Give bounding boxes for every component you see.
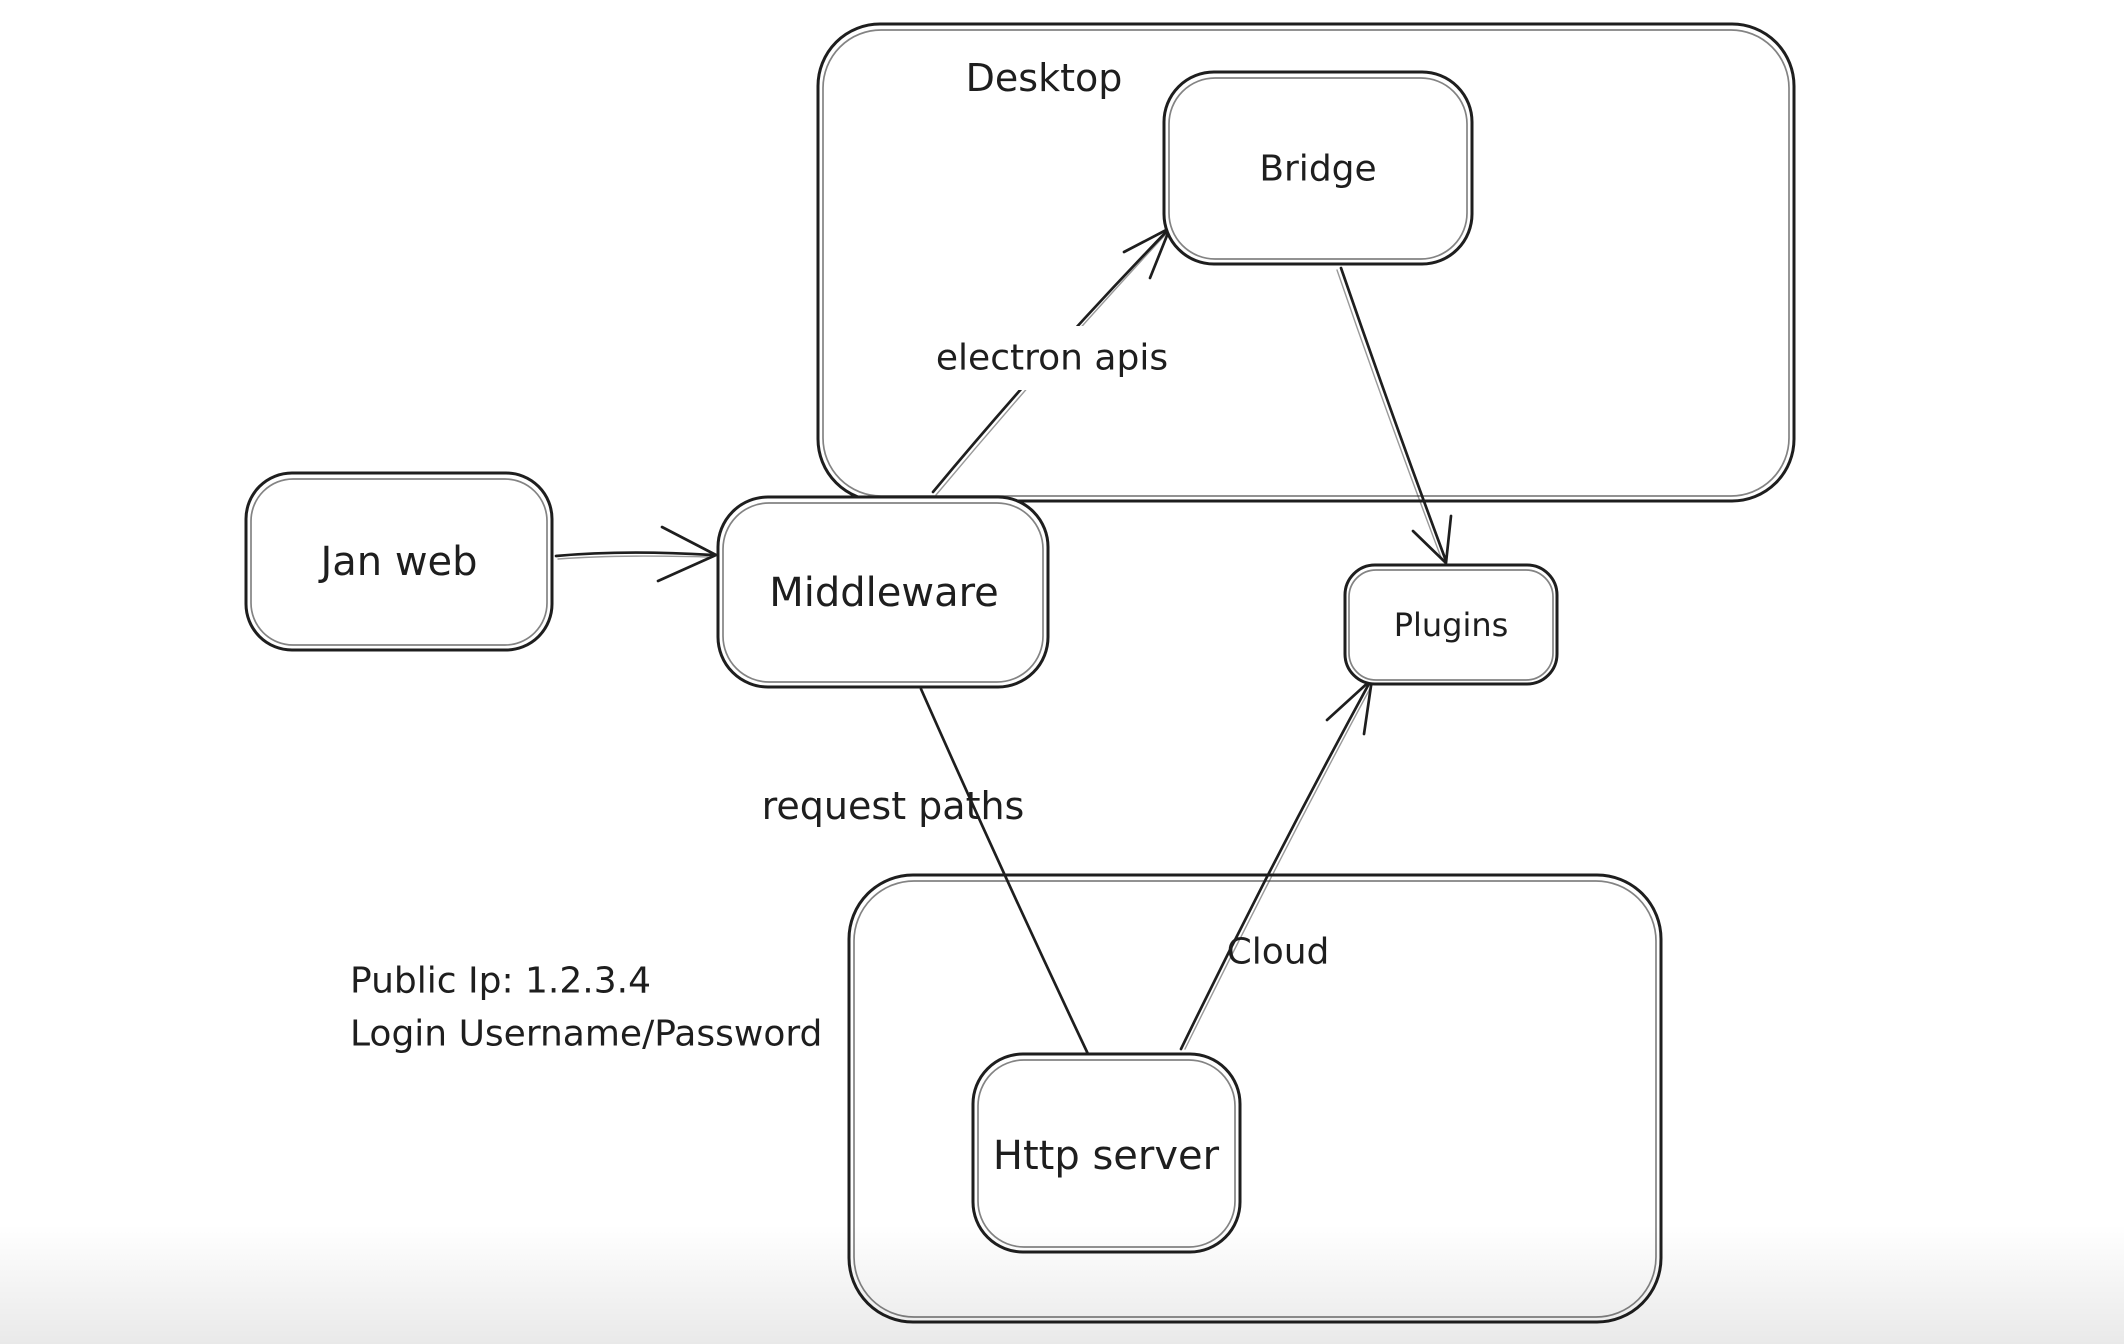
node-http-server[interactable]: Http server — [971, 1052, 1242, 1254]
container-cloud-second-stroke — [853, 880, 1657, 1318]
node-label: Plugins — [1394, 606, 1509, 644]
node-plugins[interactable]: Plugins — [1343, 563, 1559, 686]
node-bridge[interactable]: Bridge — [1162, 70, 1474, 266]
annotation-line-1: Public Ip: 1.2.3.4 — [350, 961, 651, 1002]
edge-label-background — [925, 326, 1187, 390]
annotation-server-credentials[interactable]: Public Ip: 1.2.3.4 Login Username/Passwo… — [350, 961, 822, 1055]
node-second-stroke — [1168, 77, 1468, 260]
arrowhead-into-middleware — [656, 525, 718, 583]
node-second-stroke — [250, 478, 548, 646]
arrowhead-into-plugins-top — [1411, 514, 1453, 565]
edge-label-request-paths[interactable]: request paths — [762, 784, 1025, 828]
edge-http-server-to-plugins[interactable] — [1179, 677, 1374, 1051]
edge-bridge-to-plugins[interactable] — [1336, 266, 1453, 565]
node-second-stroke — [1348, 569, 1554, 681]
edge-label-electron-apis[interactable]: electron apis — [925, 326, 1187, 390]
node-second-stroke — [722, 502, 1044, 683]
container-desktop-label[interactable]: Desktop — [966, 56, 1123, 100]
node-label: Http server — [993, 1133, 1220, 1179]
node-label: Jan web — [317, 539, 477, 585]
edge-label-text: electron apis — [936, 338, 1168, 379]
node-second-stroke — [977, 1059, 1236, 1248]
node-jan-web[interactable]: Jan web — [244, 471, 554, 652]
edge-label-text: request paths — [762, 784, 1025, 828]
container-cloud[interactable] — [847, 873, 1663, 1324]
node-label: Middleware — [769, 570, 999, 616]
container-cloud-label[interactable]: Cloud — [1227, 932, 1330, 973]
container-desktop[interactable] — [816, 22, 1796, 503]
edge-middleware-to-http-server[interactable] — [919, 687, 1090, 1056]
container-desktop-second-stroke — [822, 29, 1790, 497]
node-middleware[interactable]: Middleware — [716, 495, 1050, 689]
edge-jan-web-to-middleware[interactable] — [554, 525, 718, 583]
annotation-line-2: Login Username/Password — [350, 1014, 822, 1055]
node-label: Bridge — [1259, 149, 1376, 190]
